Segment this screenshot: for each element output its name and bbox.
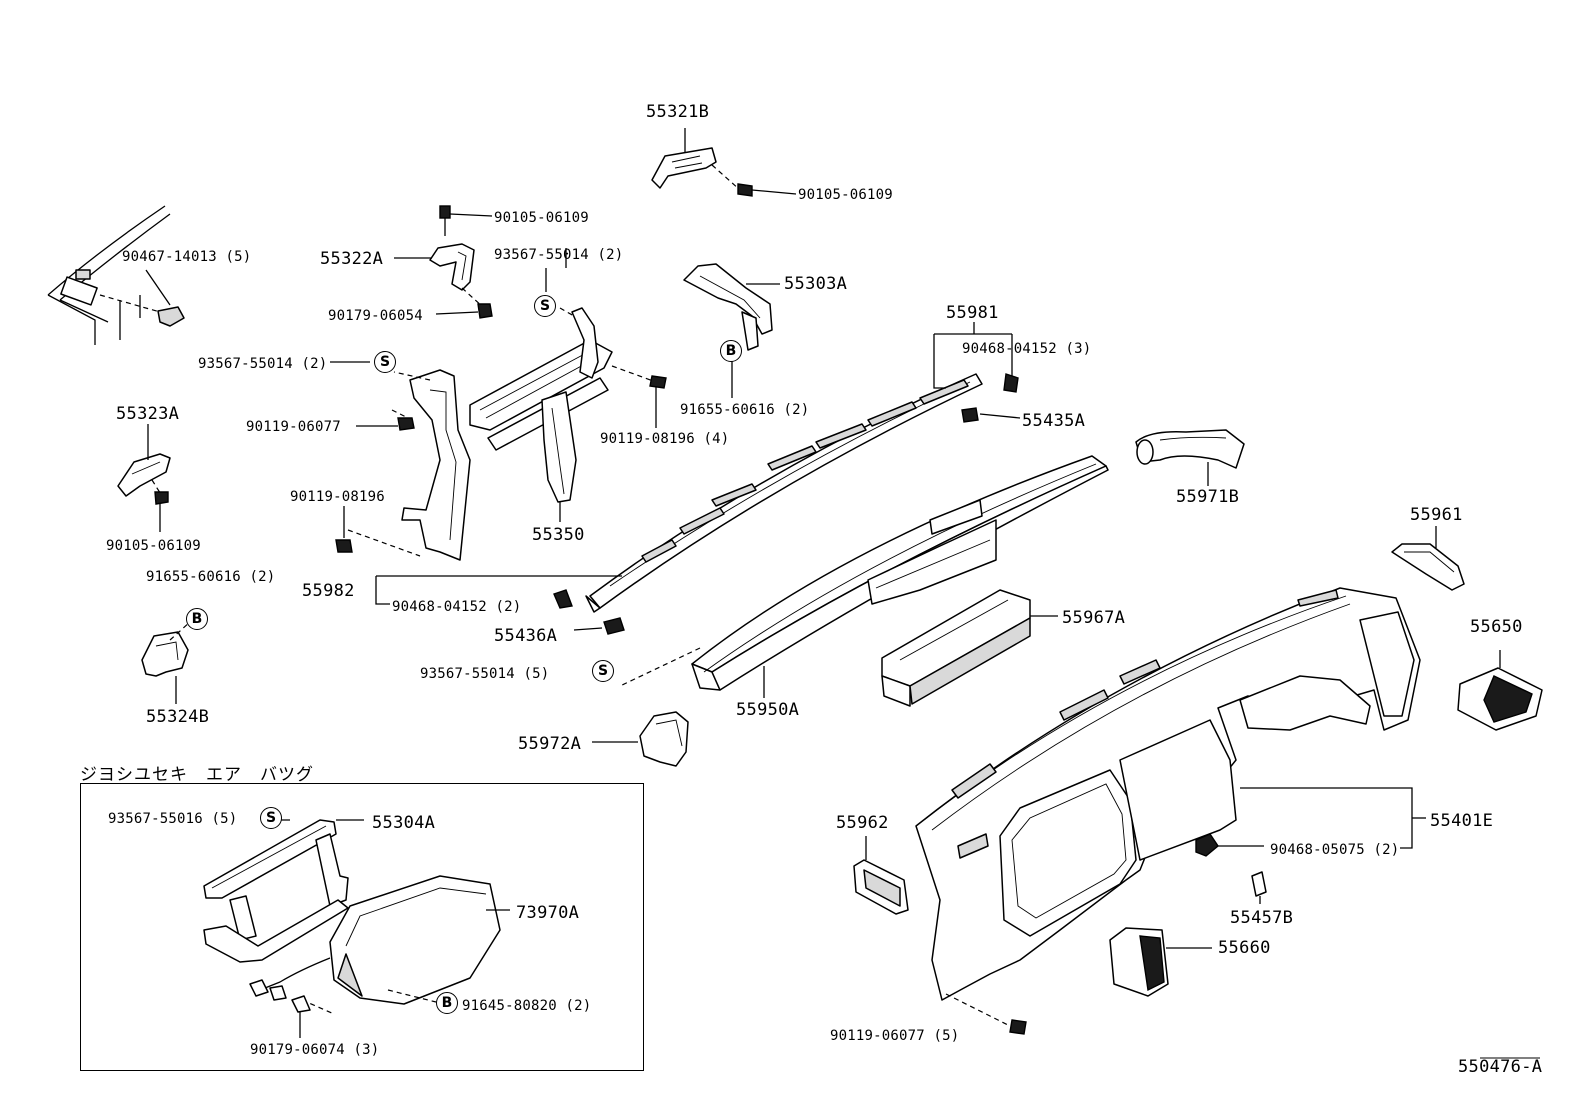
label-55303a: 55303A	[784, 274, 848, 294]
inset-title: ジヨシユセキ エア バツグ	[80, 765, 314, 785]
inset-frame	[80, 783, 644, 1071]
label-55962: 55962	[836, 813, 889, 833]
label-90119-08196-4: 90119-08196 (4)	[600, 431, 730, 447]
part-55972a-duct	[592, 711, 689, 767]
symbol-s-marker: S	[260, 807, 282, 829]
symbol-b-marker: B	[720, 340, 742, 362]
label-91645-80820: 91645-80820 (2)	[462, 998, 592, 1014]
part-55961-bezel	[1391, 526, 1465, 591]
part-55967a-duct	[881, 589, 1058, 707]
label-55660: 55660	[1218, 938, 1271, 958]
label-55981: 55981	[946, 303, 999, 323]
label-93567-55014-left: 93567-55014 (2)	[198, 356, 328, 372]
label-55650: 55650	[1470, 617, 1523, 637]
label-91655-60616-a: 91655-60616 (2)	[146, 569, 276, 585]
part-55981-defroster-nozzle	[375, 322, 1021, 635]
label-55435a: 55435A	[1022, 411, 1086, 431]
figure-code: 550476-A	[1458, 1057, 1543, 1077]
label-55967a: 55967A	[1062, 608, 1126, 628]
label-90179-06054: 90179-06054	[328, 308, 423, 324]
label-55324b: 55324B	[146, 707, 210, 727]
label-91655-60616-b: 91655-60616 (2)	[680, 402, 810, 418]
label-55972a: 55972A	[518, 734, 582, 754]
part-clips-and-register	[1109, 833, 1267, 997]
symbol-s-marker: S	[534, 295, 556, 317]
label-90179-06074: 90179-06074 (3)	[250, 1042, 380, 1058]
symbol-b-marker: B	[186, 608, 208, 630]
label-90119-06077: 90119-06077	[246, 419, 341, 435]
part-55350-reinforcement	[330, 248, 667, 561]
label-55950a: 55950A	[736, 700, 800, 720]
part-55321b-bracket	[651, 128, 797, 197]
windshield-corner-part	[47, 205, 185, 345]
label-55304a: 55304A	[372, 813, 436, 833]
label-93567-55014-5: 93567-55014 (5)	[420, 666, 550, 682]
part-55962-vent	[853, 836, 909, 915]
symbol-s-marker: S	[592, 660, 614, 682]
part-55324b-bracket	[141, 621, 191, 704]
label-90105-06109-a: 90105-06109	[798, 187, 893, 203]
inset-airbag-parts	[203, 819, 510, 1038]
part-55303a-bracket	[683, 263, 780, 398]
label-55322a: 55322A	[320, 249, 384, 269]
label-93567-55016: 93567-55016 (5)	[108, 811, 238, 827]
label-73970a: 73970A	[516, 903, 580, 923]
label-55982: 55982	[302, 581, 355, 601]
label-55961: 55961	[1410, 505, 1463, 525]
label-90468-04152-2: 90468-04152 (2)	[392, 599, 522, 615]
label-55350: 55350	[532, 525, 585, 545]
part-55650-register	[1457, 650, 1543, 731]
label-90119-08196: 90119-08196	[290, 489, 385, 505]
label-90467-14013: 90467-14013 (5)	[122, 249, 252, 265]
label-55457b: 55457B	[1230, 908, 1294, 928]
part-55950a-duct	[619, 455, 1109, 698]
label-90105-06109-c: 90105-06109	[106, 538, 201, 554]
label-90468-04152-3: 90468-04152 (3)	[962, 341, 1092, 357]
symbol-b-marker: B	[436, 992, 458, 1014]
label-90105-06109-b: 90105-06109	[494, 210, 589, 226]
part-55401e-instrument-panel	[915, 587, 1426, 1035]
label-55971b: 55971B	[1176, 487, 1240, 507]
label-93567-55014-top: 93567-55014 (2)	[494, 247, 624, 263]
label-90119-06077-5: 90119-06077 (5)	[830, 1028, 960, 1044]
part-55971b-duct	[1135, 429, 1245, 486]
part-55323a-bracket	[117, 424, 171, 532]
label-55323a: 55323A	[116, 404, 180, 424]
label-55401e: 55401E	[1430, 811, 1494, 831]
label-55321b: 55321B	[646, 102, 710, 122]
label-90468-05075: 90468-05075 (2)	[1270, 842, 1400, 858]
label-55436a: 55436A	[494, 626, 558, 646]
symbol-s-marker: S	[374, 351, 396, 373]
part-55322a-bracket	[394, 205, 493, 319]
